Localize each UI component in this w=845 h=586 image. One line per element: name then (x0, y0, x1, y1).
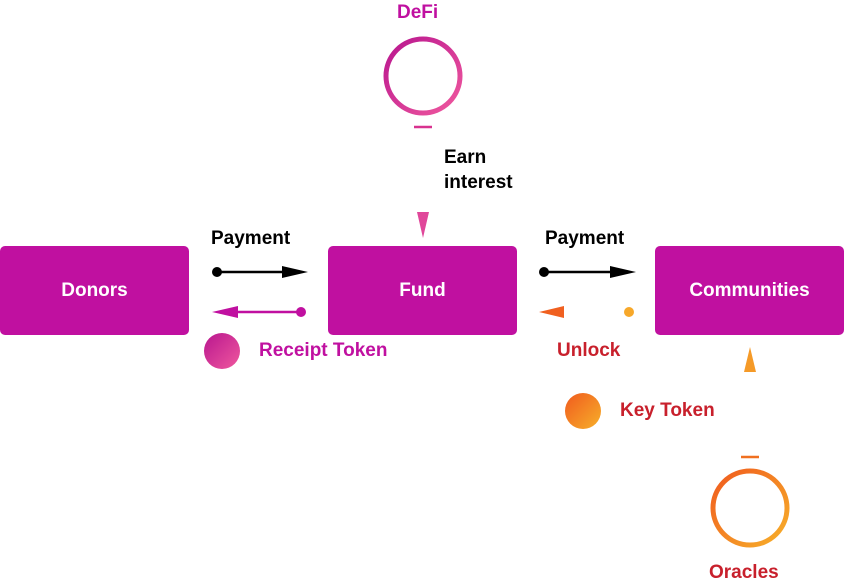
fund-label: Fund (399, 279, 446, 301)
oracles-label: Oracles (709, 562, 779, 583)
earn-interest-arrow (414, 125, 432, 238)
payment-label-donors-fund: Payment (211, 228, 291, 249)
earn-interest-label-line2: interest (444, 172, 513, 193)
fund-box: Fund (328, 246, 517, 335)
donors-label: Donors (61, 279, 128, 301)
receipt-token-label: Receipt Token (259, 340, 388, 361)
communities-box: Communities (655, 246, 844, 335)
key-token-label: Key Token (620, 400, 715, 421)
key-token-icon (565, 393, 601, 429)
payment-arrow-fund-communities (539, 266, 636, 278)
earn-interest-label-line1: Earn (444, 147, 487, 168)
key-token-arrow (741, 347, 759, 459)
oracles-circle (710, 468, 790, 548)
defi-circle (383, 36, 463, 116)
unlock-arrow (539, 306, 634, 318)
receipt-token-arrow (212, 306, 306, 318)
unlock-label: Unlock (557, 340, 621, 361)
defi-label: DeFi (397, 2, 439, 23)
receipt-token-icon (204, 333, 240, 369)
donors-box: Donors (0, 246, 189, 335)
communities-label: Communities (689, 279, 810, 301)
payment-arrow-donors-fund (212, 266, 308, 278)
payment-label-fund-communities: Payment (545, 228, 625, 249)
